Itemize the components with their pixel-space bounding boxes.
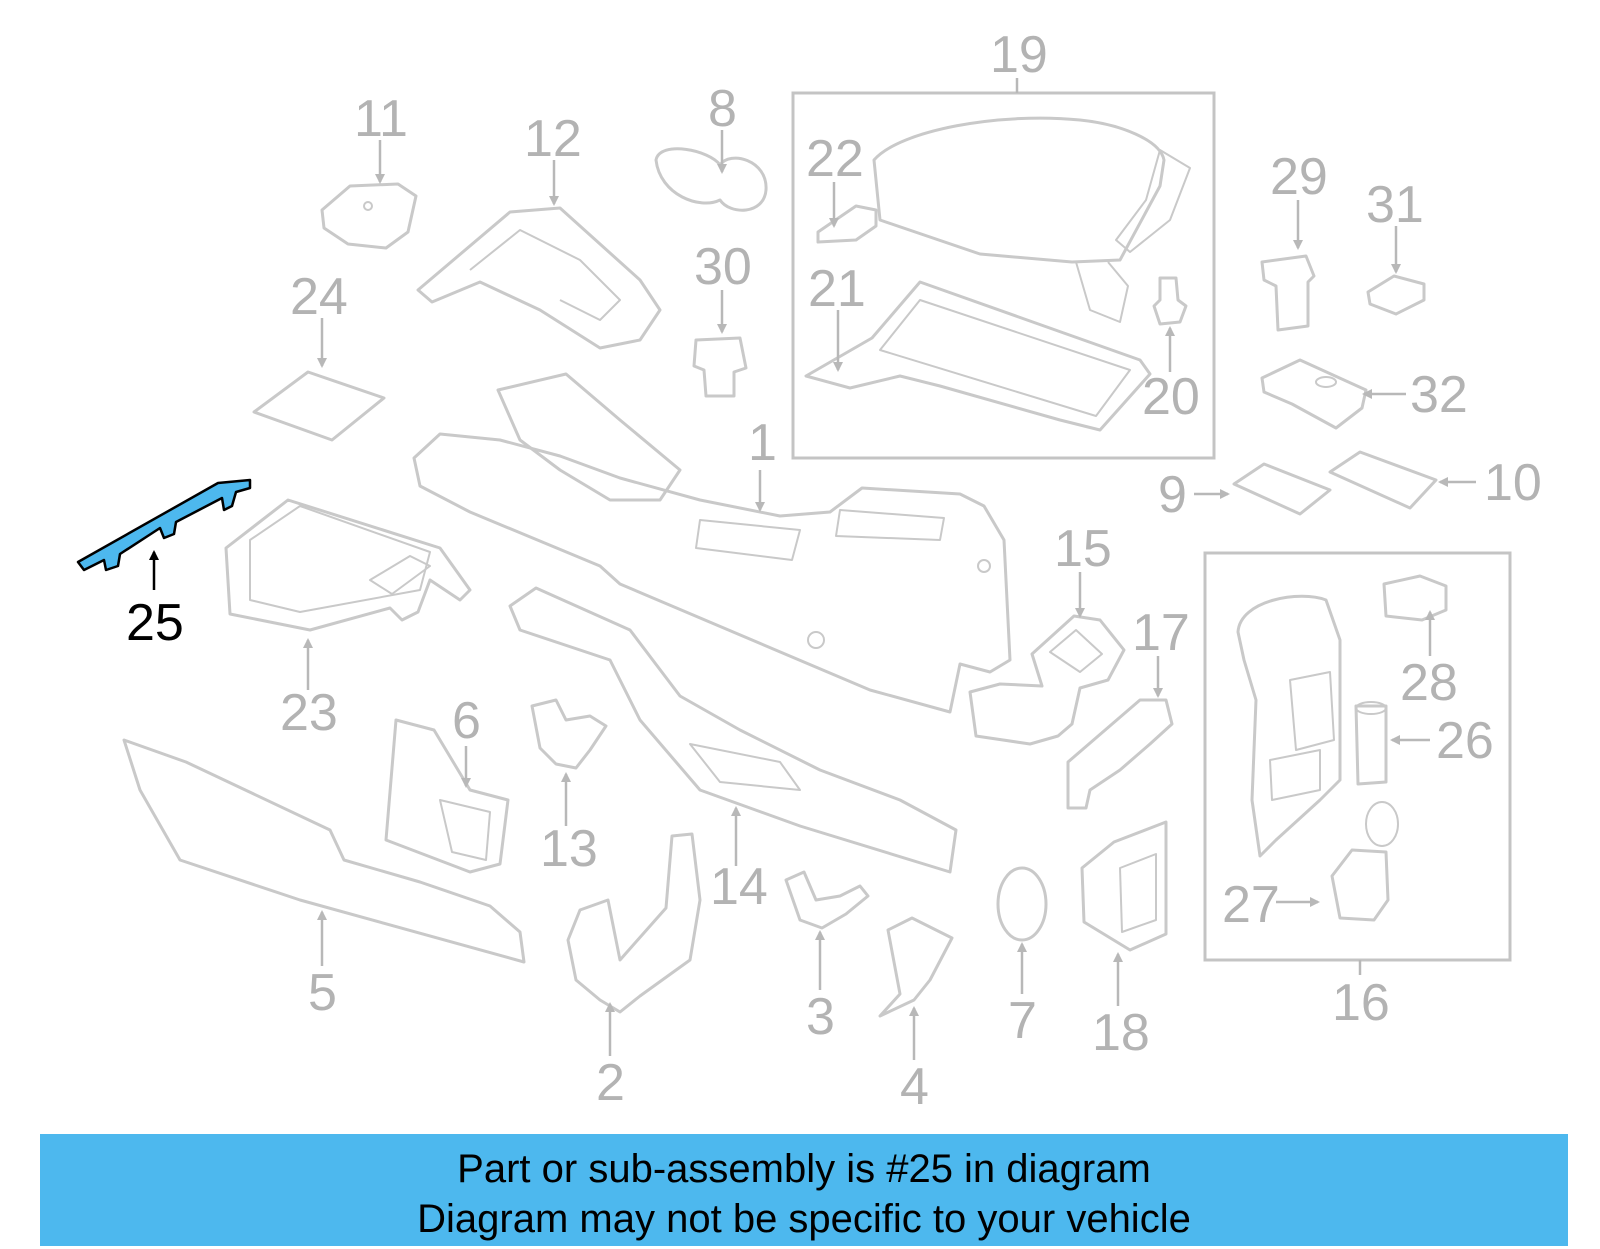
part-11[interactable]	[320, 182, 418, 250]
label-12: 12	[524, 110, 582, 168]
label-9: 9	[1158, 466, 1187, 524]
label-14: 14	[710, 858, 768, 916]
label-29: 29	[1270, 148, 1328, 206]
part-6[interactable]	[384, 718, 510, 874]
part-7[interactable]	[996, 866, 1048, 942]
part-32[interactable]	[1260, 358, 1368, 430]
part-9[interactable]	[1232, 462, 1332, 516]
part-3[interactable]	[784, 870, 870, 930]
label-19: 19	[990, 26, 1048, 84]
part-12[interactable]	[416, 206, 662, 350]
assembly-box-19	[791, 91, 1216, 460]
assembly-box-16	[1203, 551, 1512, 962]
part-10[interactable]	[1328, 450, 1438, 510]
label-32: 32	[1410, 366, 1468, 424]
label-30: 30	[694, 238, 752, 296]
label-15: 15	[1054, 520, 1112, 578]
caption-line-1: Part or sub-assembly is #25 in diagram	[457, 1147, 1151, 1191]
part-14[interactable]	[508, 586, 958, 874]
part-18[interactable]	[1080, 820, 1168, 952]
part-21[interactable]	[804, 280, 1152, 432]
label-28: 28	[1400, 654, 1458, 712]
part-31[interactable]	[1366, 274, 1426, 316]
part-25-highlighted[interactable]	[76, 478, 252, 572]
part-23[interactable]	[224, 498, 472, 632]
label-3: 3	[806, 988, 835, 1046]
label-22: 22	[806, 130, 864, 188]
part-22[interactable]	[816, 204, 878, 244]
part-4[interactable]	[878, 916, 954, 1018]
label-24: 24	[290, 268, 348, 326]
label-1: 1	[748, 414, 777, 472]
label-18: 18	[1092, 1004, 1150, 1062]
part-16[interactable]	[1236, 594, 1342, 858]
label-10: 10	[1484, 454, 1542, 512]
label-16: 16	[1332, 974, 1390, 1032]
label-17: 17	[1132, 604, 1190, 662]
part-17[interactable]	[1066, 698, 1174, 810]
label-31: 31	[1366, 176, 1424, 234]
part-28[interactable]	[1382, 574, 1448, 622]
label-6: 6	[452, 692, 481, 750]
part-26[interactable]	[1354, 701, 1388, 786]
label-8: 8	[708, 80, 737, 138]
part-13[interactable]	[530, 698, 608, 770]
label-26: 26	[1436, 712, 1494, 770]
label-13: 13	[540, 820, 598, 878]
label-20: 20	[1142, 368, 1200, 426]
label-4: 4	[900, 1058, 929, 1116]
label-2: 2	[596, 1054, 625, 1112]
part-24[interactable]	[252, 370, 386, 442]
part-1[interactable]	[412, 372, 1012, 714]
label-25: 25	[126, 594, 184, 652]
part-2[interactable]	[566, 832, 702, 1014]
part-15[interactable]	[968, 614, 1126, 746]
label-7: 7	[1008, 992, 1037, 1050]
caption-banner: Part or sub-assembly is #25 in diagram D…	[40, 1134, 1568, 1246]
label-11: 11	[354, 90, 408, 148]
label-21: 21	[808, 260, 866, 318]
part-30[interactable]	[692, 336, 748, 398]
label-23: 23	[280, 684, 338, 742]
label-27: 27	[1222, 876, 1280, 934]
part-8[interactable]	[654, 147, 768, 212]
part-20[interactable]	[1152, 276, 1188, 326]
part-19[interactable]	[872, 116, 1191, 323]
caption-line-2: Diagram may not be specific to your vehi…	[417, 1197, 1191, 1241]
part-29[interactable]	[1260, 254, 1316, 332]
label-5: 5	[308, 964, 337, 1022]
part-5[interactable]	[122, 738, 526, 964]
part-27[interactable]	[1330, 801, 1399, 922]
